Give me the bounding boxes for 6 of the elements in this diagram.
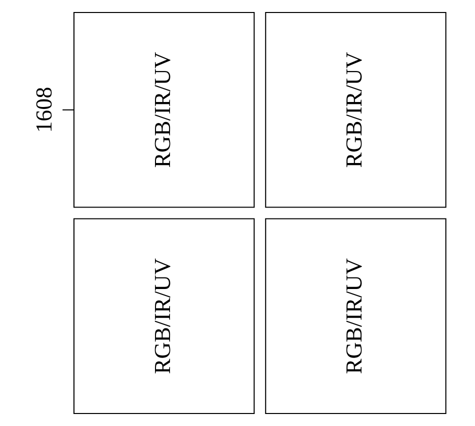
node-box: RGB/IR/UV bbox=[73, 218, 255, 414]
node-text: 1608 bbox=[32, 86, 57, 133]
node-box: RGB/IR/UV bbox=[265, 218, 446, 414]
connector bbox=[62, 109, 74, 110]
node-box: RGB/IR/UV bbox=[265, 12, 446, 208]
node-box: RGB/IR/UV bbox=[73, 12, 255, 208]
